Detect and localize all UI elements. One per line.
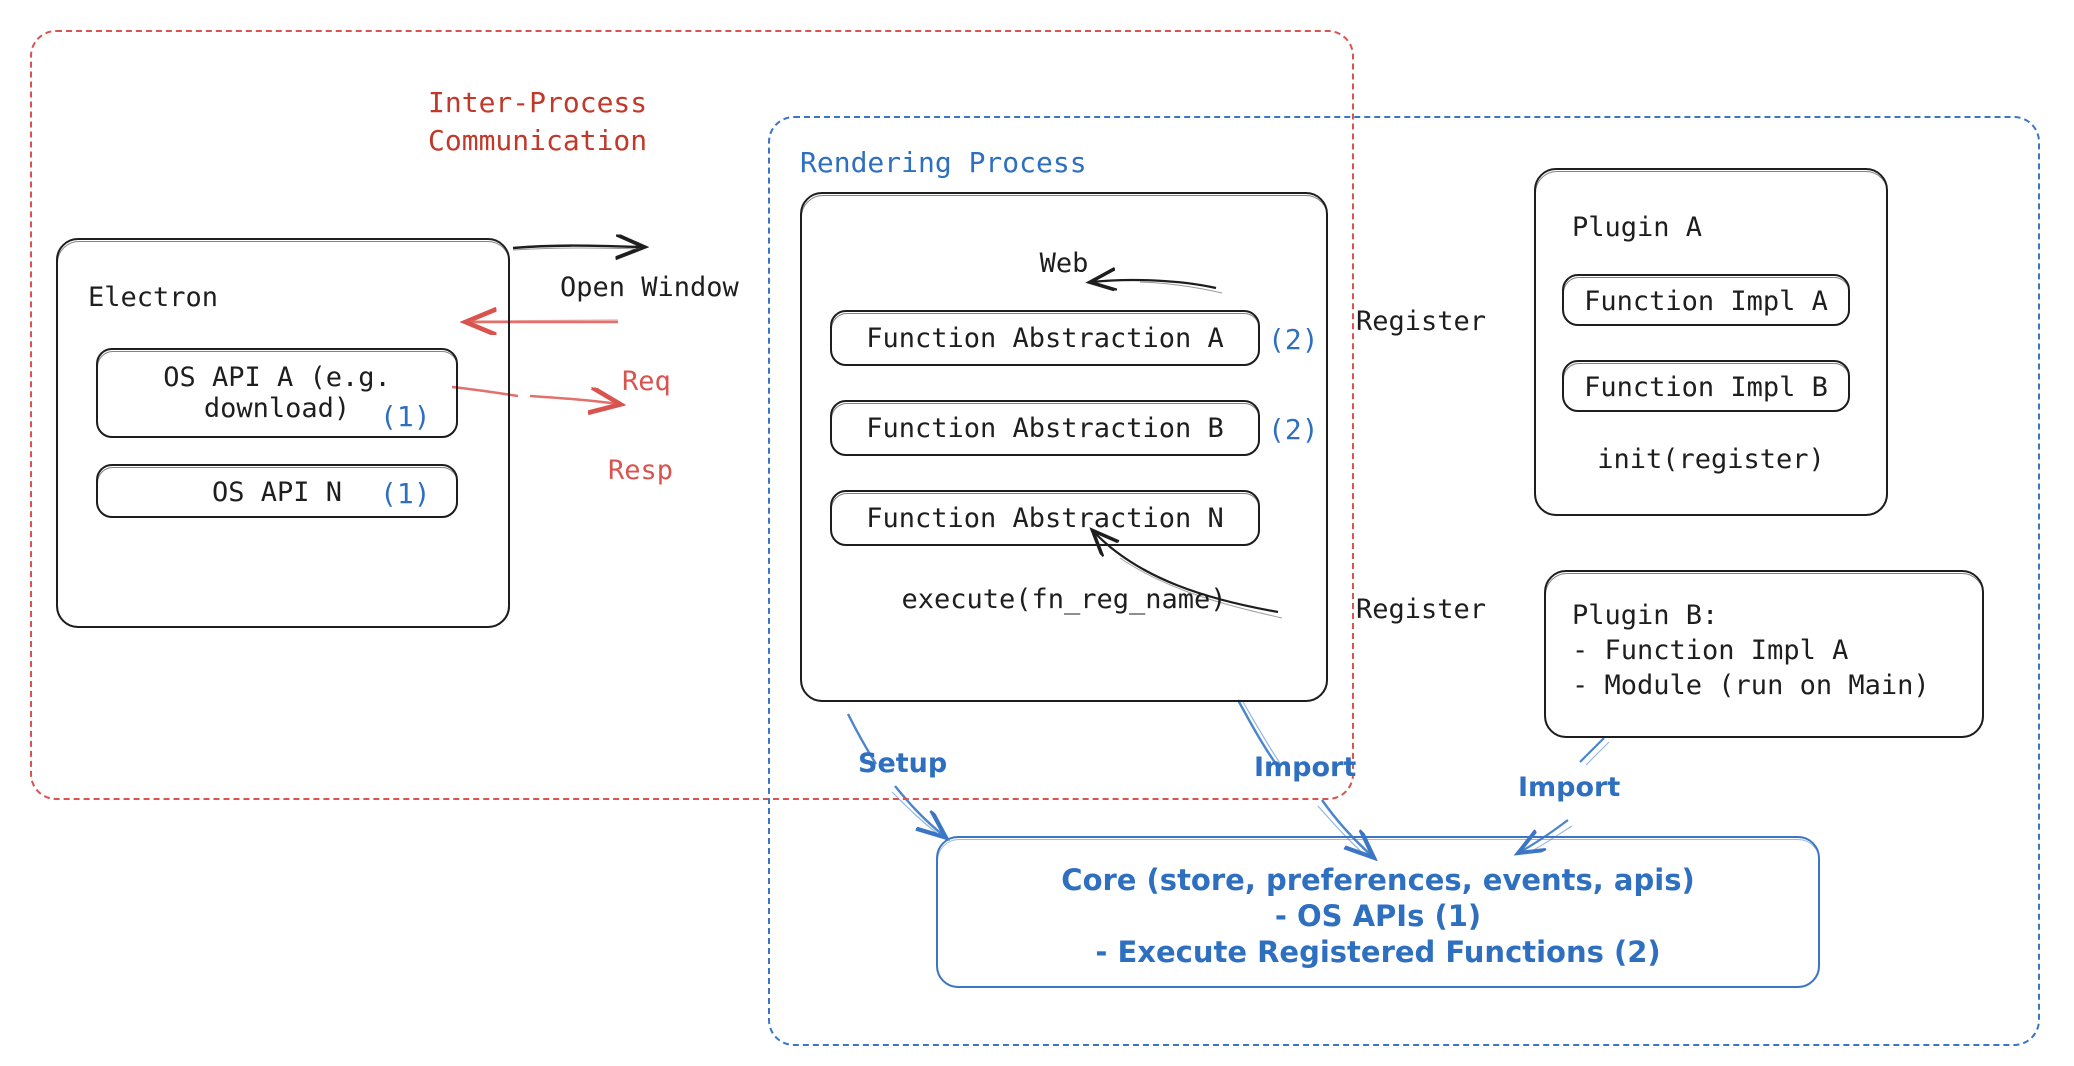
frame-inter-process-communication <box>30 30 1354 800</box>
edge-label-import-plugin-b: Import <box>1518 772 1621 803</box>
frame-rendering-process <box>768 116 2040 1046</box>
core-box <box>936 836 1820 988</box>
function-abstraction-a-label: Function Abstraction A <box>866 323 1224 354</box>
os-api-n-marker: (1) <box>380 477 431 510</box>
frame-rendering-process-title: Rendering Process <box>800 146 1087 179</box>
function-impl-a-box: Function Impl A <box>1562 274 1850 326</box>
plugin-b-line-2: - Function Impl A <box>1572 635 1849 667</box>
plugin-b-line-3: - Module (run on Main) <box>1572 670 1930 702</box>
function-abstraction-a-marker: (2) <box>1268 323 1319 356</box>
edge-label-open-window: Open Window <box>560 272 739 303</box>
plugin-b-box <box>1544 570 1984 738</box>
plugin-b-line-1: Plugin B: <box>1572 600 1719 631</box>
function-abstraction-n-box: Function Abstraction N <box>830 490 1260 546</box>
function-abstraction-b-label: Function Abstraction B <box>866 413 1224 444</box>
edge-label-setup: Setup <box>858 748 948 779</box>
function-abstraction-b-marker: (2) <box>1268 413 1319 446</box>
frame-ipc-title: Inter-Process Communication <box>428 86 648 157</box>
os-api-n-label: OS API N <box>211 477 343 508</box>
function-impl-a-label: Function Impl A <box>1584 286 1828 317</box>
function-impl-b-box: Function Impl B <box>1562 360 1850 412</box>
function-abstraction-a-box: Function Abstraction A <box>830 310 1260 366</box>
os-api-a-label: OS API A (e.g. download) <box>163 362 391 424</box>
edge-label-register-plugin-b: Register <box>1356 594 1487 625</box>
edge-label-req: Req <box>622 366 671 397</box>
function-impl-b-label: Function Impl B <box>1584 372 1828 403</box>
core-line-2: - OS APIs (1) <box>1274 899 1482 933</box>
function-abstraction-n-label: Function Abstraction N <box>866 503 1224 534</box>
web-execute-label: execute(fn_reg_name) <box>901 584 1227 615</box>
plugin-a-title: Plugin A <box>1572 212 1703 243</box>
core-line-1: Core (store, preferences, events, apis) <box>1061 863 1695 897</box>
web-box <box>800 192 1328 702</box>
os-api-a-marker: (1) <box>380 400 431 433</box>
electron-box <box>56 238 510 628</box>
edge-label-register-plugin-a: Register <box>1356 306 1487 337</box>
core-line-3: - Execute Registered Functions (2) <box>1095 935 1661 969</box>
os-api-n-box: OS API N <box>96 464 458 518</box>
plugin-b-lines: Plugin B: - Function Impl A - Module (ru… <box>1572 598 1930 703</box>
os-api-a-box: OS API A (e.g. download) <box>96 348 458 438</box>
electron-title: Electron <box>88 282 219 313</box>
edge-label-resp: Resp <box>608 455 674 486</box>
web-title: Web <box>1039 248 1089 279</box>
edge-label-import-web: Import <box>1254 752 1357 783</box>
function-abstraction-b-box: Function Abstraction B <box>830 400 1260 456</box>
plugin-a-box <box>1534 168 1888 516</box>
plugin-a-init-label: init(register) <box>1597 444 1825 475</box>
